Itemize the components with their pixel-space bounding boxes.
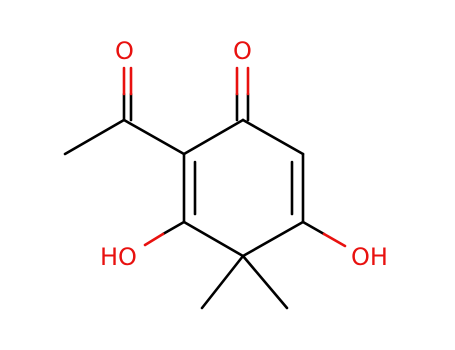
- bond-c4-methyl-right: [241, 254, 289, 310]
- bond-left-oh-black: [161, 220, 186, 236]
- atom-labels: O O HO OH: [100, 37, 388, 271]
- bond-right-oh-red: [322, 232, 347, 248]
- acetyl-oxygen-label: O: [115, 37, 134, 65]
- bond-carbonyl-ring: [122, 118, 186, 156]
- right-hydroxyl-label: OH: [351, 243, 388, 271]
- left-hydroxyl-label: HO: [100, 243, 137, 271]
- bond-ring-c2-c1: [182, 118, 245, 156]
- carbon-bonds: [63, 118, 305, 310]
- bond-ring-c4-c3: [182, 220, 245, 258]
- oxygen-bonds: [122, 66, 347, 248]
- bond-ring-c1-c6: [241, 118, 305, 156]
- bond-c4-methyl-left: [200, 254, 245, 310]
- bond-right-oh-black: [301, 220, 326, 236]
- bond-ring-c5-c4: [241, 220, 305, 258]
- bond-methyl-carbonyl: [63, 118, 126, 156]
- bond-left-oh-red: [143, 232, 165, 247]
- ketone-oxygen-label: O: [233, 37, 252, 65]
